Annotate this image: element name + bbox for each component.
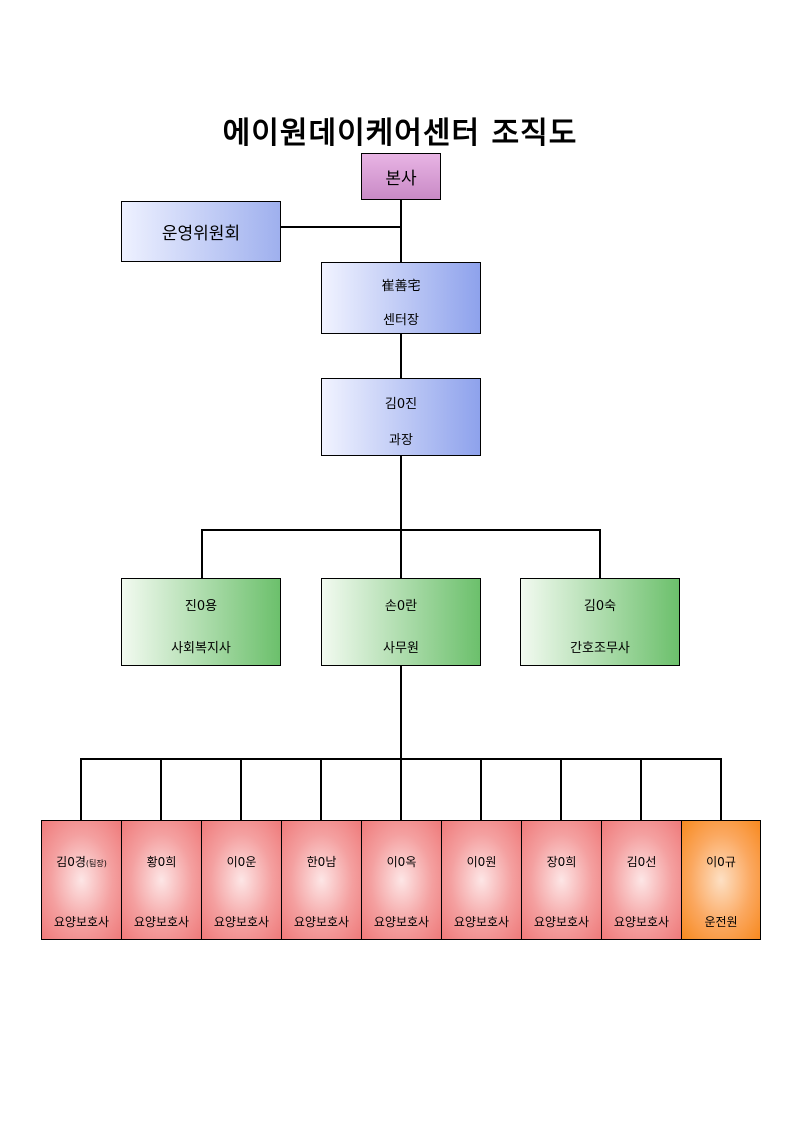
headquarters-box: 본사: [361, 153, 441, 200]
director-box: 崔善宅 센터장: [321, 262, 481, 334]
worker-role: 요양보호사: [533, 915, 590, 929]
headquarters-label: 본사: [385, 169, 417, 189]
worker-name-text: 이0운: [226, 855, 257, 869]
worker-name: 한0남: [282, 853, 361, 870]
director-name: 崔善宅: [381, 279, 421, 294]
worker-name-text: 김0선: [626, 855, 657, 869]
worker-name-text: 김0경: [56, 855, 86, 869]
worker-name-text: 이0원: [466, 855, 497, 869]
staff-role: 간호조무사: [570, 641, 630, 656]
connector-committee: [281, 226, 402, 228]
staff-box-nurse-aide: 김0숙 간호조무사: [520, 578, 680, 666]
committee-box: 운영위원회: [121, 201, 281, 262]
connector-worker-drop: [240, 758, 242, 820]
worker-note: (팀장): [85, 859, 107, 868]
staff-name: 진0용: [184, 599, 218, 614]
connector-manager-staff: [400, 456, 402, 578]
worker-role: 요양보호사: [373, 915, 430, 929]
worker-name: 이0규: [682, 853, 760, 870]
worker-name-text: 이0옥: [386, 855, 417, 869]
worker-name-text: 장0희: [546, 855, 577, 869]
worker-name: 김0경(팀장): [42, 853, 121, 870]
worker-role: 요양보호사: [53, 915, 110, 929]
manager-role: 과장: [389, 433, 413, 448]
worker-name: 이0운: [202, 853, 281, 870]
worker-role: 운전원: [704, 915, 738, 929]
worker-name: 황0희: [122, 853, 201, 870]
worker-name-text: 황0희: [146, 855, 177, 869]
staff-box-office-clerk: 손0란 사무원: [321, 578, 481, 666]
worker-name: 장0희: [522, 853, 601, 870]
manager-box: 김0진 과장: [321, 378, 481, 456]
worker-name: 이0원: [442, 853, 521, 870]
chart-title: 에이원데이케어센터 조직도: [222, 116, 578, 151]
connector-staff-right: [599, 529, 601, 578]
connector-worker-drop: [720, 758, 722, 820]
staff-role: 사무원: [383, 641, 419, 656]
worker-role: 요양보호사: [133, 915, 190, 929]
worker-role: 요양보호사: [213, 915, 270, 929]
worker-name: 김0선: [602, 853, 681, 870]
staff-name: 손0란: [384, 599, 418, 614]
connector-worker-drop: [400, 758, 402, 820]
worker-name-text: 한0남: [306, 855, 337, 869]
connector-worker-drop: [80, 758, 82, 820]
staff-box-social-worker: 진0용 사회복지사: [121, 578, 281, 666]
worker-box: 김0경(팀장) 요양보호사: [41, 820, 122, 940]
connector-staff-bar: [201, 529, 601, 531]
connector-hq-director: [400, 200, 402, 262]
connector-office-workers: [400, 666, 402, 760]
worker-name-text: 이0규: [706, 855, 736, 869]
connector-director-manager: [400, 334, 402, 378]
worker-name: 이0옥: [362, 853, 441, 870]
connector-worker-drop: [560, 758, 562, 820]
worker-role: 요양보호사: [613, 915, 670, 929]
connector-worker-drop: [640, 758, 642, 820]
worker-role: 요양보호사: [453, 915, 510, 929]
connector-worker-drop: [480, 758, 482, 820]
committee-label: 운영위원회: [161, 224, 241, 244]
connector-worker-drop: [320, 758, 322, 820]
connector-staff-left: [201, 529, 203, 578]
worker-role: 요양보호사: [293, 915, 350, 929]
connector-worker-drop: [160, 758, 162, 820]
staff-name: 김0숙: [583, 599, 617, 614]
manager-name: 김0진: [384, 397, 418, 412]
staff-role: 사회복지사: [171, 641, 231, 656]
director-role: 센터장: [383, 313, 419, 328]
